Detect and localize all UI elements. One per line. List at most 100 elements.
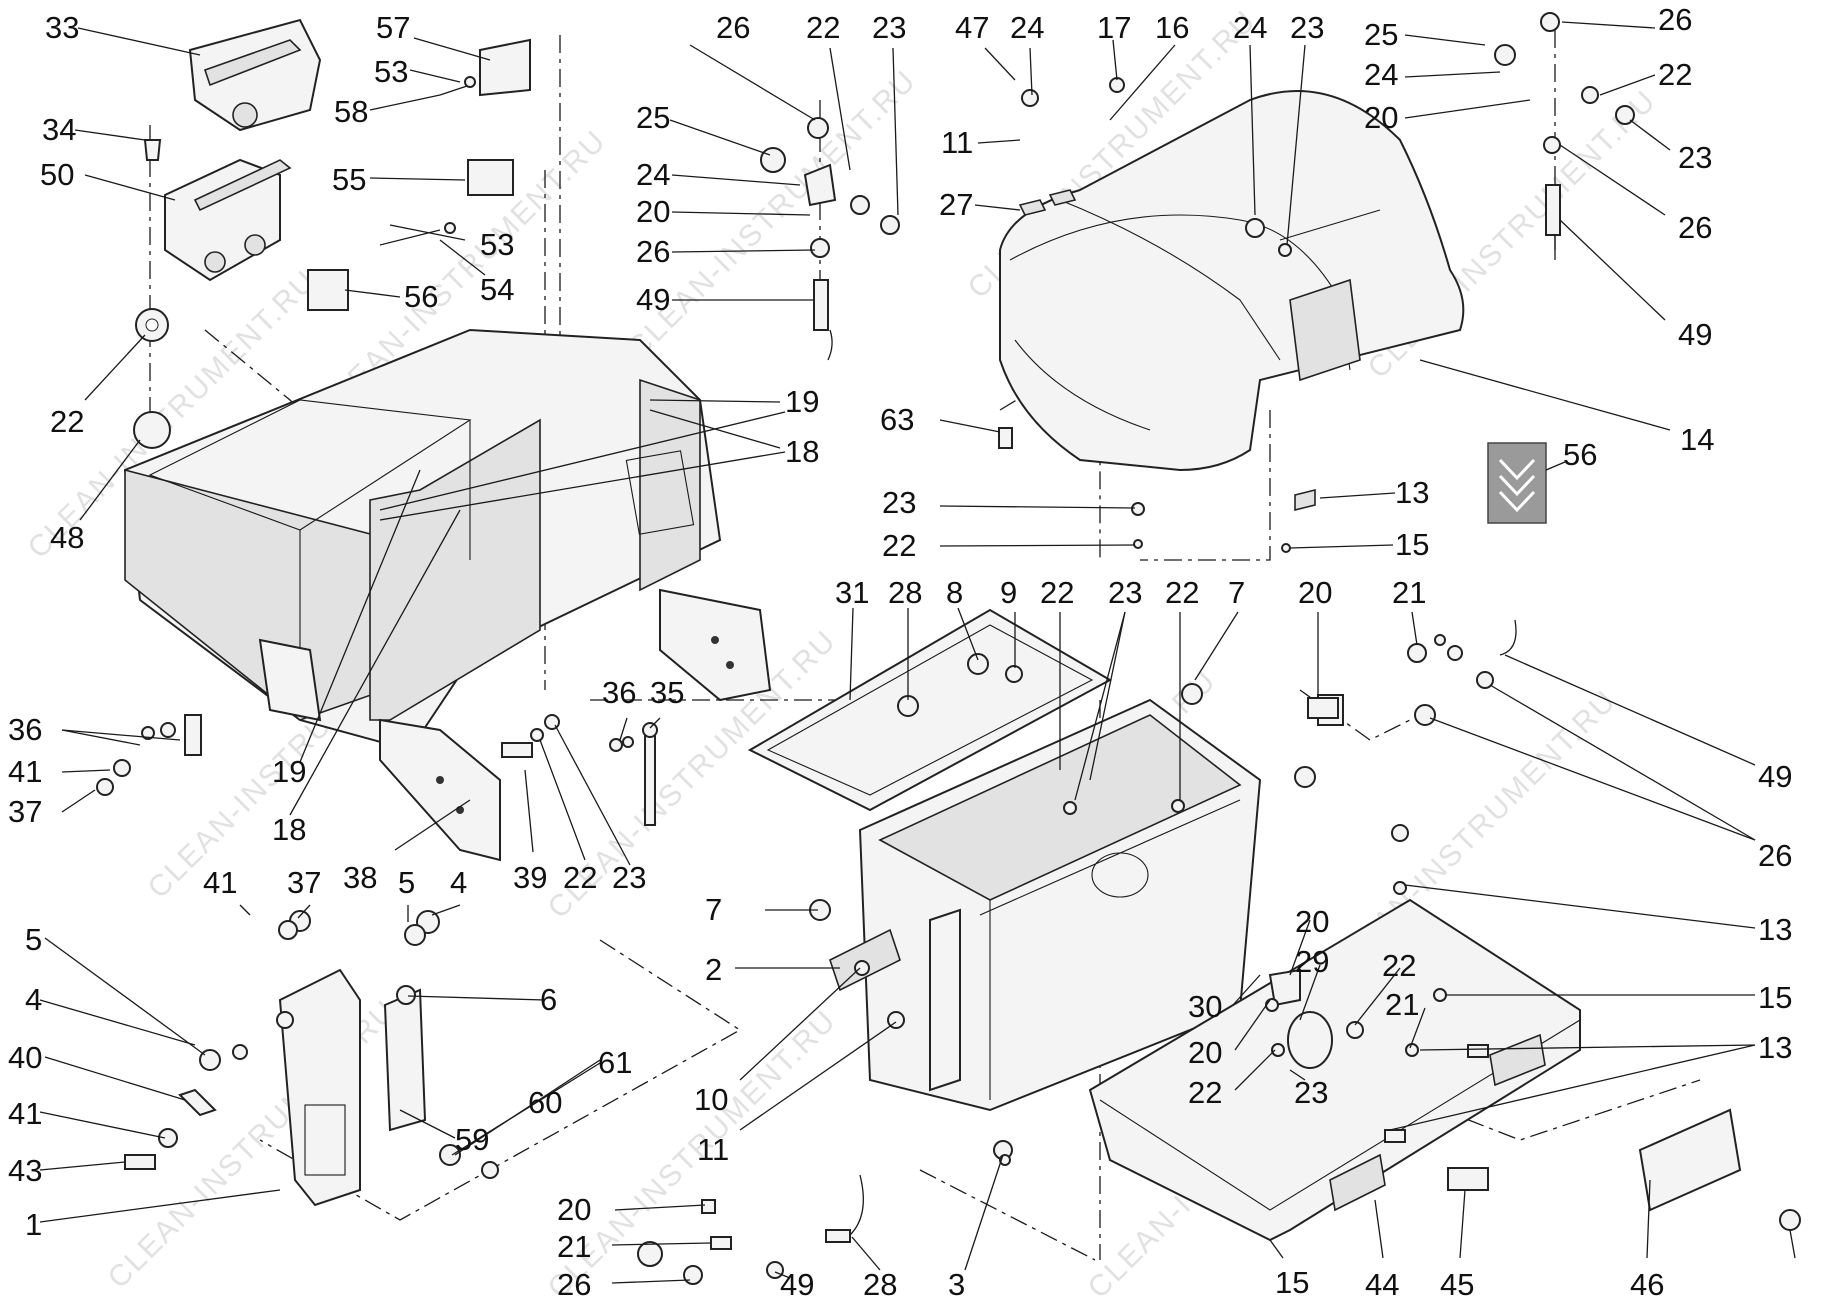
- callout-label: 61: [598, 1045, 632, 1080]
- callout-label: 37: [287, 865, 321, 900]
- callout-label: 23: [1294, 1075, 1328, 1110]
- callout-label: 26: [1758, 838, 1792, 873]
- callout-label: 20: [1364, 100, 1398, 135]
- hardware-parts: [96, 12, 1801, 1285]
- callout-label: 26: [716, 10, 750, 45]
- callout-label: 43: [8, 1153, 42, 1188]
- callout-label: 57: [376, 10, 410, 45]
- callout-label: 11: [697, 1132, 729, 1167]
- callout-label: 22: [1165, 575, 1199, 610]
- callout-label: 19: [272, 754, 306, 789]
- callout-label: 18: [272, 812, 306, 847]
- callout-label: 22: [563, 860, 597, 895]
- callout-label: 55: [332, 162, 366, 197]
- callout-label: 49: [636, 282, 670, 317]
- callout-label: 6: [540, 982, 557, 1017]
- callout-label: 20: [1298, 575, 1332, 610]
- callout-label: 28: [888, 575, 922, 610]
- callout-label: 19: [785, 384, 819, 419]
- callout-label: 21: [1392, 575, 1426, 610]
- callout-label: 14: [1680, 422, 1714, 457]
- callout-labels: 33 57 53 58 34 50 55 53 54 56 22 48 26 2…: [8, 2, 1792, 1302]
- small-parts-top-left: [133, 38, 531, 449]
- callout-label: 58: [334, 94, 368, 129]
- callout-label: 54: [480, 272, 514, 307]
- pedal-assembly-50: [164, 158, 292, 282]
- callout-label: 9: [1000, 575, 1017, 610]
- bracket-1: [276, 968, 427, 1207]
- callout-label: 23: [1290, 10, 1324, 45]
- callout-label: 29: [1295, 944, 1329, 979]
- pedal-assembly-33: [188, 18, 322, 132]
- callout-label: 24: [1010, 10, 1044, 45]
- callout-label: 20: [1295, 904, 1329, 939]
- callout-label: 21: [557, 1229, 591, 1264]
- callout-label: 26: [557, 1267, 591, 1302]
- callout-label: 24: [1364, 57, 1398, 92]
- callout-label: 50: [40, 157, 74, 192]
- callout-label: 22: [1188, 1075, 1222, 1110]
- callout-label: 46: [1630, 1267, 1664, 1302]
- callout-label: 36: [602, 675, 636, 710]
- callout-label: 44: [1365, 1267, 1399, 1302]
- callout-label: 38: [343, 860, 377, 895]
- callout-label: 22: [806, 10, 840, 45]
- callout-label: 59: [455, 1122, 489, 1157]
- callout-label: 22: [882, 528, 916, 563]
- callout-label: 60: [528, 1085, 562, 1120]
- callout-label: 15: [1758, 980, 1792, 1015]
- callout-label: 45: [1440, 1267, 1474, 1302]
- callout-label: 21: [1385, 987, 1419, 1022]
- callout-label: 36: [8, 712, 42, 747]
- callout-label: 7: [705, 892, 722, 927]
- callout-label: 28: [863, 1267, 897, 1302]
- callout-label: 22: [1040, 575, 1074, 610]
- callout-label: 33: [45, 10, 79, 45]
- callout-label: 3: [948, 1267, 965, 1302]
- callout-label: 20: [557, 1192, 591, 1227]
- callout-label: 20: [636, 194, 670, 229]
- callout-label: 8: [946, 575, 963, 610]
- callout-label: 15: [1275, 1265, 1309, 1300]
- callout-label: 26: [636, 234, 670, 269]
- callout-label: 4: [450, 865, 467, 900]
- bumper-frame: [1088, 898, 1742, 1242]
- callout-label: 49: [780, 1267, 814, 1302]
- main-frame: [123, 328, 772, 862]
- callout-label: 23: [612, 860, 646, 895]
- callout-label: 23: [872, 10, 906, 45]
- callout-label: 25: [636, 100, 670, 135]
- leader-lines: [39, 21, 1796, 1284]
- callout-label: 1: [25, 1207, 42, 1242]
- callout-label: 2: [705, 952, 722, 987]
- callout-label: 27: [939, 187, 973, 222]
- callout-label: 15: [1395, 527, 1429, 562]
- callout-label: 63: [880, 402, 914, 437]
- callout-label: 5: [398, 865, 415, 900]
- callout-label: 41: [8, 754, 42, 789]
- tray-31: [747, 608, 1113, 812]
- callout-label: 23: [1678, 140, 1712, 175]
- callout-label: 10: [694, 1082, 728, 1117]
- callout-label: 4: [25, 982, 42, 1017]
- callout-label: 22: [1658, 57, 1692, 92]
- callout-label: 56: [1563, 437, 1597, 472]
- callout-label: 39: [513, 860, 547, 895]
- hood-cover: [999, 90, 1465, 472]
- callout-label: 22: [50, 404, 84, 439]
- callout-label: 7: [1228, 575, 1245, 610]
- callout-label: 25: [1364, 17, 1398, 52]
- callout-label: 13: [1758, 912, 1792, 947]
- callout-label: 17: [1097, 10, 1131, 45]
- callout-label: 30: [1188, 989, 1222, 1024]
- callout-label: 13: [1758, 1030, 1792, 1065]
- callout-label: 53: [374, 54, 408, 89]
- hopper-body: [829, 698, 1262, 1112]
- callout-label: 37: [8, 794, 42, 829]
- callout-label: 49: [1678, 317, 1712, 352]
- callout-label: 34: [42, 112, 76, 147]
- callout-label: 26: [1658, 2, 1692, 37]
- callout-label: 24: [1233, 10, 1267, 45]
- callout-label: 18: [785, 434, 819, 469]
